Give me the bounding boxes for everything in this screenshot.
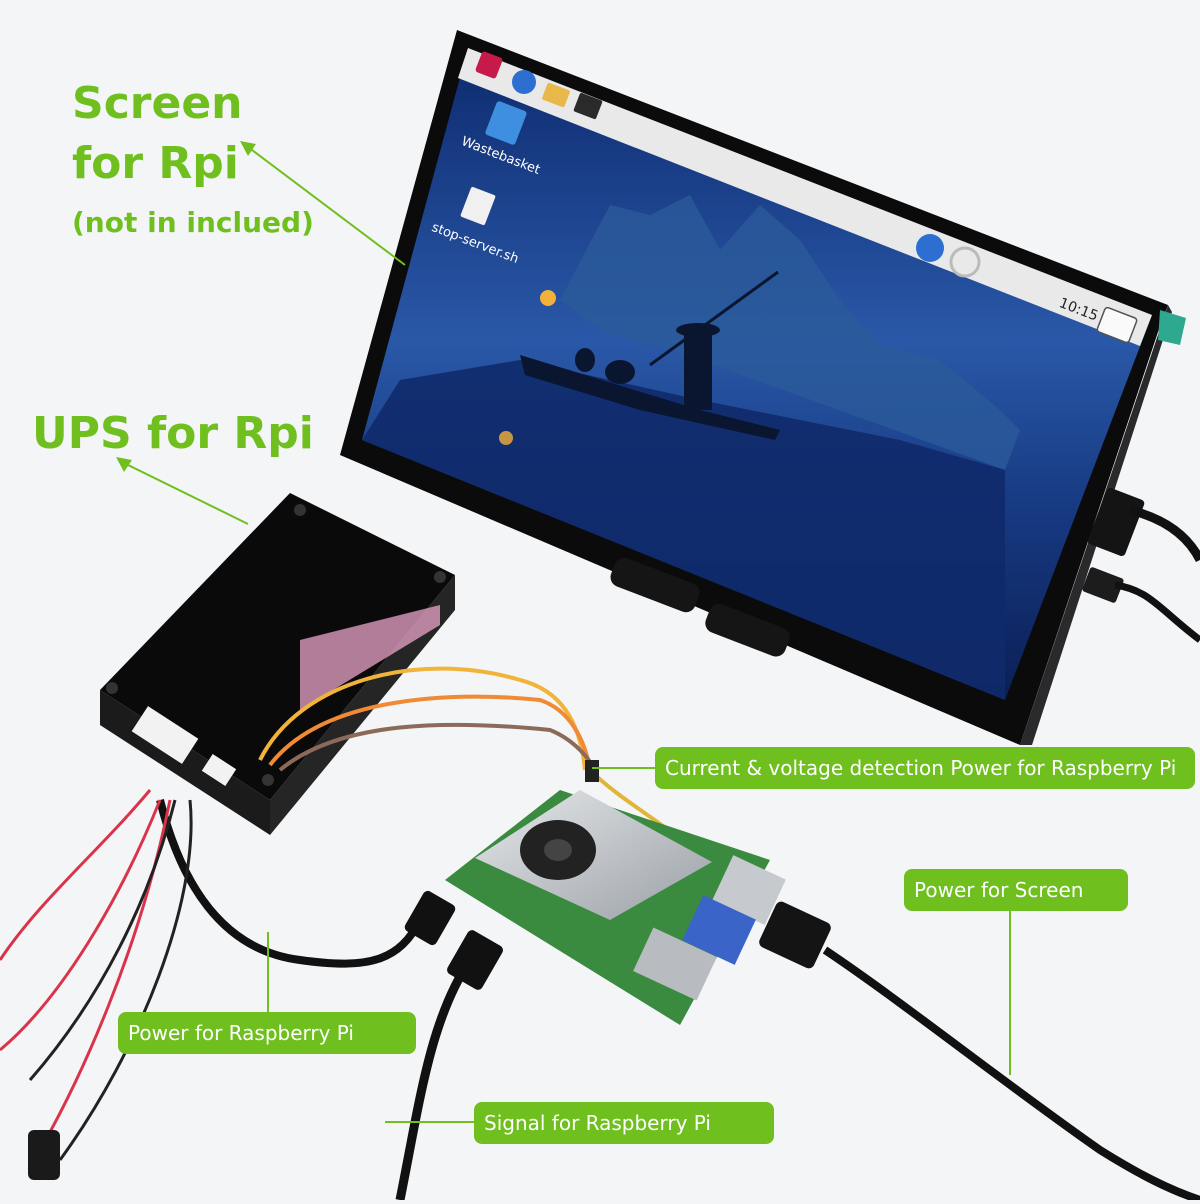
monitor: 10:15 Wastebasket stop-server.sh <box>340 30 1186 745</box>
hdmi-connector[interactable] <box>1087 487 1146 557</box>
battery-cell <box>300 605 440 710</box>
ribbon-tab <box>1158 310 1186 345</box>
micro-hdmi-plug[interactable] <box>445 928 505 991</box>
usb3-port[interactable] <box>682 895 756 965</box>
ups-leader-arrow <box>116 457 132 472</box>
screen-leader-arrow <box>240 141 256 156</box>
boatman-silhouette <box>499 270 780 445</box>
script-file-icon[interactable] <box>460 186 496 226</box>
usb-c-power-plug[interactable] <box>403 889 457 947</box>
stand-foot-right <box>705 603 790 657</box>
black-wire <box>28 799 177 1081</box>
pi-power-cable <box>156 799 424 968</box>
dc-jack[interactable] <box>28 1130 60 1180</box>
ethernet-port[interactable] <box>633 927 717 1001</box>
folder-icon[interactable] <box>542 82 571 108</box>
sensor-wire-orange <box>268 694 592 771</box>
screen-note: (not in inclued) <box>72 206 314 239</box>
screen-power-cable <box>822 946 1200 1204</box>
ups-connector[interactable] <box>201 753 237 787</box>
hdmi-signal-cable <box>395 957 474 1201</box>
ups-screw <box>106 682 118 694</box>
wastebasket-icon[interactable] <box>485 100 528 145</box>
download-icon[interactable] <box>916 234 944 262</box>
black-wire <box>58 799 193 1161</box>
gpio-header[interactable] <box>585 760 599 782</box>
hdmi-cable <box>1128 505 1200 563</box>
globe-icon[interactable] <box>512 70 536 94</box>
taskbar <box>458 48 1152 346</box>
ups-leader-line <box>121 461 249 525</box>
detection-callout: Current & voltage detection Power for Ra… <box>655 747 1195 789</box>
red-wire <box>0 799 162 1052</box>
red-wire <box>0 789 152 961</box>
lantern-reflection <box>499 431 513 445</box>
pi-power-callout: Power for Raspberry Pi <box>118 1012 416 1054</box>
taskbar-icons <box>475 51 603 120</box>
raspberry-pi-board <box>445 760 833 1025</box>
usb-c-connector[interactable] <box>1082 566 1125 603</box>
wallpaper-mountains <box>560 195 1020 470</box>
signal-callout: Signal for Raspberry Pi <box>474 1102 774 1144</box>
terminal-icon[interactable] <box>573 92 603 120</box>
ups-module <box>100 493 455 835</box>
sensor-wire-brown <box>278 722 597 772</box>
screen-leader-line <box>247 146 406 266</box>
fan-hub <box>544 839 572 861</box>
ups-top-plate <box>100 493 455 800</box>
ups-screw <box>294 504 306 516</box>
screen-heading-line1: Screen <box>72 78 243 129</box>
ups-heading: UPS for Rpi <box>32 408 314 459</box>
usb-c-plug-screen[interactable] <box>757 900 833 971</box>
raspberry-logo-icon[interactable] <box>475 51 503 79</box>
keyboard-icon[interactable] <box>1096 306 1138 344</box>
screen-power-callout: Power for Screen <box>904 869 1128 911</box>
sync-icon[interactable] <box>949 246 981 278</box>
lantern-light <box>540 290 556 306</box>
wallpaper-water <box>362 360 1005 700</box>
ups-screw <box>262 774 274 786</box>
ups-connectors[interactable] <box>131 706 199 764</box>
stand-foot-left <box>610 557 700 613</box>
screen-power-cable-top <box>1114 581 1200 643</box>
ups-screw <box>434 571 446 583</box>
usb-port[interactable] <box>712 855 786 925</box>
screen-heading-line2: for Rpi <box>72 138 239 189</box>
